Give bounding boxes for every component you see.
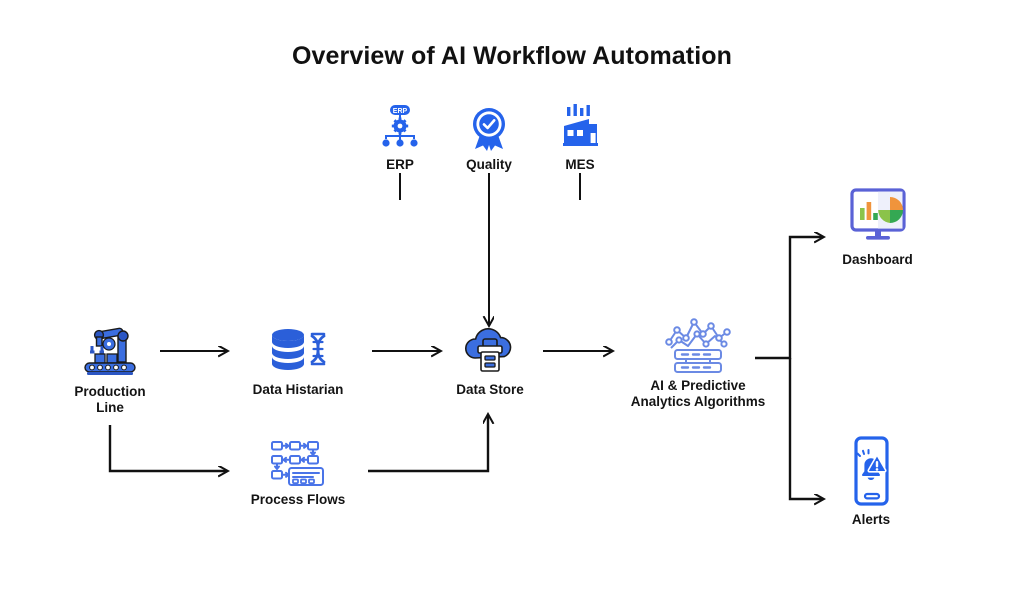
node-label-erp: ERP (386, 157, 414, 172)
node-process-flows[interactable]: Process Flows (230, 438, 366, 508)
node-mes[interactable]: MES (540, 103, 620, 173)
node-production-line[interactable]: Production Line (50, 322, 170, 416)
node-quality[interactable]: Quality (449, 103, 529, 173)
arrow-process-flows-to-datastore (368, 415, 488, 473)
node-label-production-line: Production Line (74, 384, 146, 415)
factory-icon (563, 104, 598, 146)
node-label-data-store: Data Store (456, 382, 524, 397)
phone-alert-bell-icon (854, 436, 889, 506)
arrow-ai-to-alerts (788, 358, 823, 499)
node-label-alerts: Alerts (851, 512, 891, 527)
neural-network-server-icon (665, 318, 731, 373)
database-dna-icon (272, 329, 326, 370)
monitor-charts-icon (849, 188, 906, 240)
cloud-server-icon (465, 328, 512, 372)
node-data-historian[interactable]: Data Histarian (228, 324, 368, 398)
node-label-ai-algorithms: AI & Predictive Analytics Algorithms (630, 378, 766, 409)
node-label-dashboard: Dashboard (842, 252, 913, 267)
node-label-mes: MES (565, 157, 595, 172)
node-dashboard[interactable]: Dashboard (820, 186, 935, 268)
svg-text:ERP: ERP (393, 108, 408, 115)
arrow-production-to-process-flows (108, 425, 227, 471)
node-label-data-historian: Data Histarian (252, 382, 344, 397)
node-erp[interactable]: ERP ERP (360, 103, 440, 173)
page-title: Overview of AI Workflow Automation (291, 42, 732, 70)
flowchart-icon (271, 441, 324, 486)
node-alerts[interactable]: Alerts (822, 436, 920, 528)
node-data-store[interactable]: Data Store (440, 326, 540, 398)
robot-arm-conveyor-icon (84, 327, 136, 375)
node-label-quality: Quality (466, 157, 512, 172)
quality-badge-icon (473, 108, 505, 151)
node-ai-algorithms[interactable]: AI & Predictive Analytics Algorithms (608, 312, 788, 410)
node-label-process-flows: Process Flows (250, 492, 346, 507)
erp-hierarchy-icon: ERP (382, 105, 418, 147)
